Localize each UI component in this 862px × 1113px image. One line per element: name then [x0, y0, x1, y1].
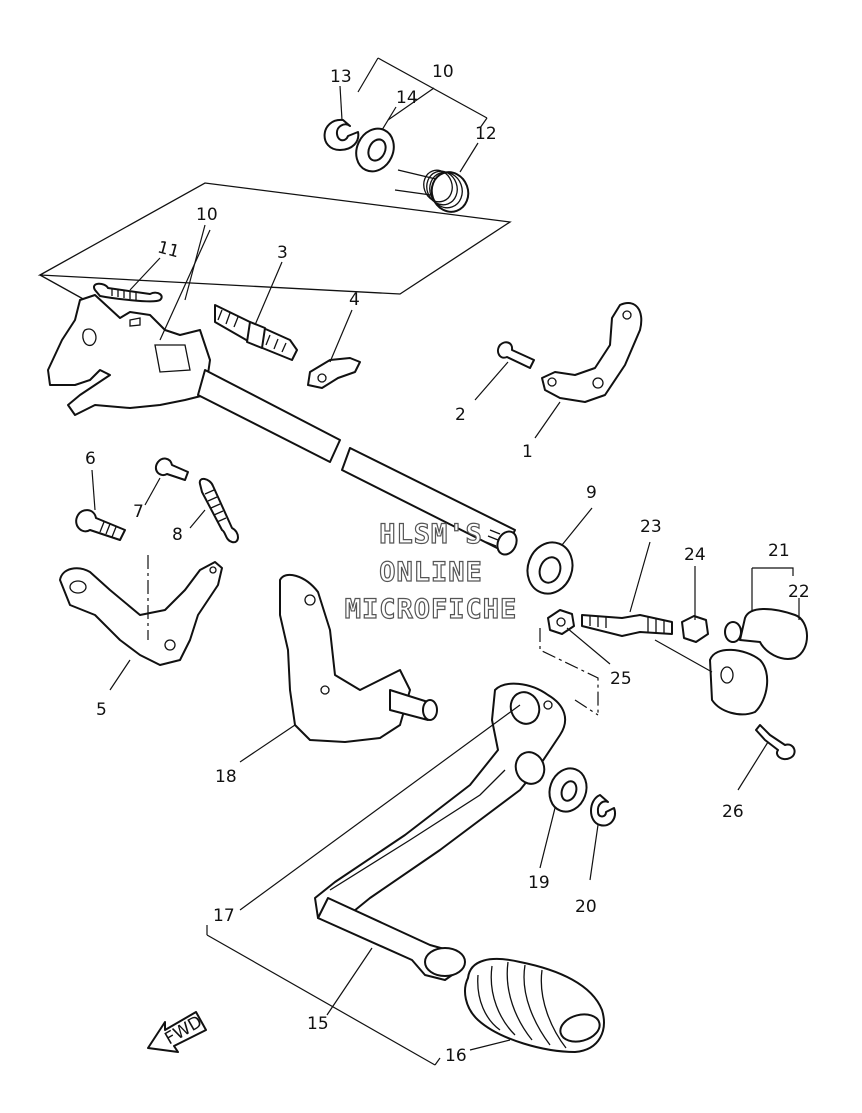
- part-24-nut: [681, 615, 709, 643]
- watermark-line-3: MICROFICHE: [344, 593, 518, 625]
- part-6-bolt: [75, 509, 126, 541]
- callout-24: 24: [684, 545, 706, 565]
- callout-10-mid: 10: [196, 205, 218, 225]
- part-7-pin: [154, 457, 189, 481]
- callout-21: 21: [768, 541, 790, 561]
- part-15-pedal-shaft: [317, 897, 466, 981]
- part-5-lever: [59, 555, 223, 666]
- part-9-oil-seal: [526, 541, 574, 595]
- part-shift-shaft-arm: [47, 294, 211, 416]
- callout-17: 17: [213, 906, 235, 926]
- part-21-joint: [709, 648, 769, 716]
- part-18-arm: [279, 573, 438, 743]
- callout-19: 19: [528, 873, 550, 893]
- part-19-washer: [548, 767, 588, 813]
- callout-14: 14: [396, 88, 418, 108]
- callout-26: 26: [722, 802, 744, 822]
- watermark-line-1: HLSM'S: [379, 518, 483, 550]
- callout-13: 13: [330, 67, 352, 87]
- part-4-plate: [307, 357, 361, 389]
- leader-lines: [91, 85, 769, 1051]
- callout-8: 8: [172, 525, 183, 545]
- callout-15: 15: [307, 1014, 329, 1034]
- callout-numbers: 10 13 14 12 10 11 3 4 2 1 6 7 8 9 5 18 2…: [85, 62, 810, 1066]
- part-22-joint: [724, 608, 808, 660]
- part-2-screw: [497, 341, 535, 369]
- callout-22: 22: [788, 582, 810, 602]
- part-23-rod: [581, 614, 673, 637]
- callout-16: 16: [445, 1046, 467, 1066]
- callout-bracket-21: [751, 567, 800, 620]
- part-3-stud-bolt: [214, 304, 298, 361]
- callout-5: 5: [96, 700, 107, 720]
- callout-9: 9: [586, 483, 597, 503]
- part-14-washer: [355, 127, 395, 173]
- part-20-clip: [590, 794, 616, 827]
- callout-12: 12: [475, 124, 497, 144]
- part-12-torsion-spring: [394, 169, 470, 213]
- part-16-pedal-rubber: [464, 958, 605, 1053]
- callout-25: 25: [610, 669, 632, 689]
- callout-23: 23: [640, 517, 662, 537]
- assembly-group-outline-top: [37, 182, 512, 301]
- part-17-shift-pedal: [314, 682, 567, 925]
- callout-2: 2: [455, 405, 466, 425]
- watermark-line-2: ONLINE: [379, 556, 483, 588]
- callout-18: 18: [215, 767, 237, 787]
- part-1-bracket: [541, 302, 643, 403]
- callout-bracket-15-16: [206, 925, 441, 1066]
- forward-direction-arrow: FWD: [147, 1011, 207, 1053]
- callout-1: 1: [522, 442, 533, 462]
- part-11-spring: [93, 282, 163, 303]
- part-8-spring: [198, 478, 239, 544]
- part-13-circlip: [323, 118, 360, 151]
- callout-bracket-10-top: [357, 57, 488, 129]
- dashed-connection-lines: [539, 628, 713, 716]
- callout-7: 7: [133, 502, 144, 522]
- callout-20: 20: [575, 897, 597, 917]
- callout-3: 3: [277, 243, 288, 263]
- part-26-bolt: [755, 724, 796, 761]
- callout-4: 4: [349, 290, 360, 310]
- callout-6: 6: [85, 449, 96, 469]
- callout-10-top: 10: [432, 62, 454, 82]
- part-shift-shaft: [197, 369, 518, 556]
